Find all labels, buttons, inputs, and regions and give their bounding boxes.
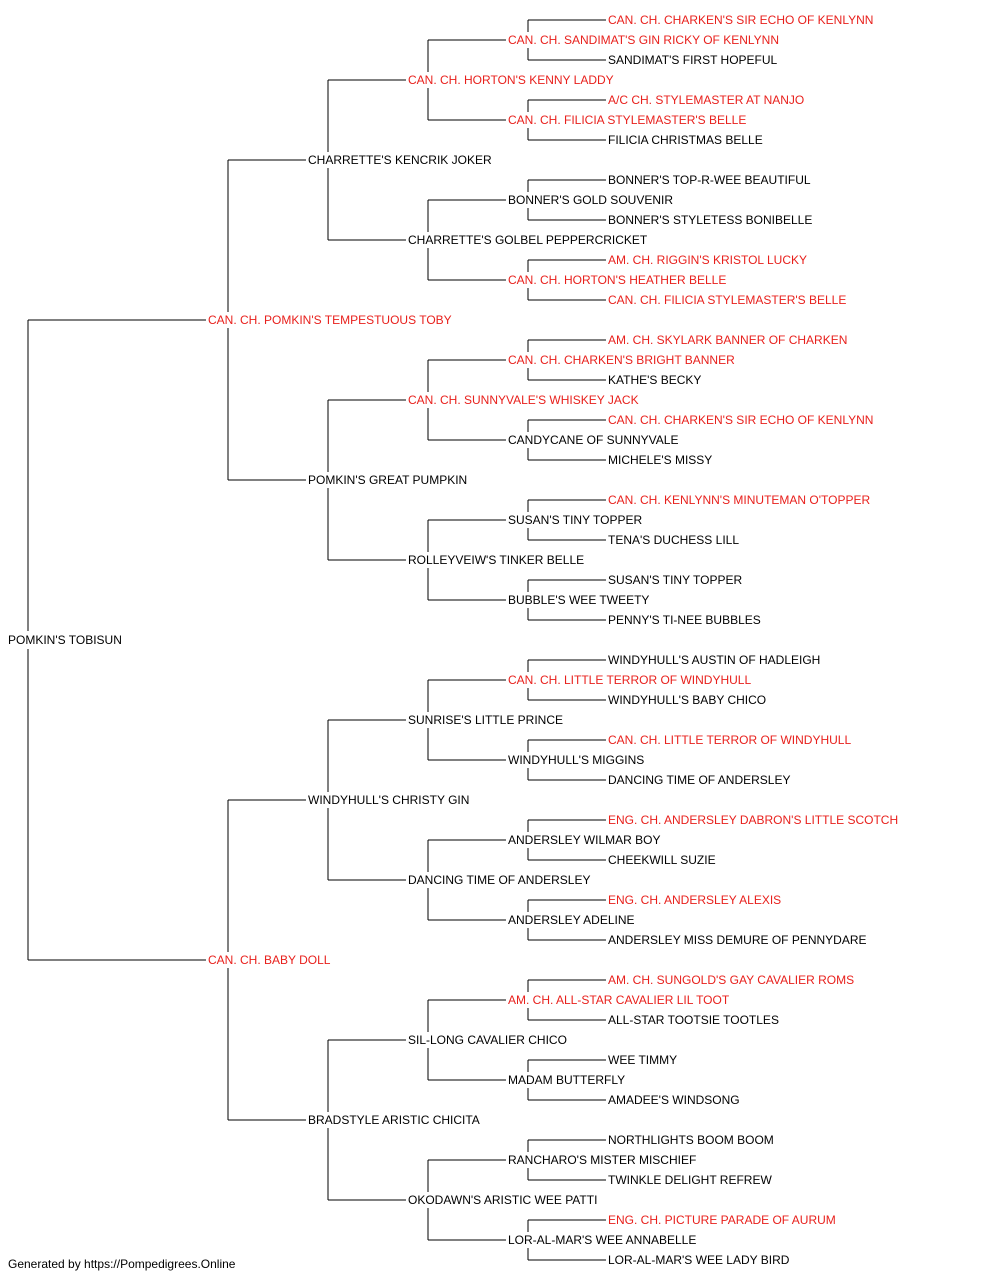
ancestor-name: RANCHARO'S MISTER MISCHIEF [508,1153,696,1167]
ancestor-name: CAN. CH. POMKIN'S TEMPESTUOUS TOBY [208,313,452,327]
footer-credit: Generated by https://Pompedigrees.Online [8,1257,236,1271]
ancestor-name: CAN. CH. FILICIA STYLEMASTER'S BELLE [608,293,846,307]
ancestor-name: AM. CH. SUNGOLD'S GAY CAVALIER ROMS [608,973,854,987]
ancestor-name: MICHELE'S MISSY [608,453,712,467]
ancestor-name: ENG. CH. ANDERSLEY ALEXIS [608,893,781,907]
ancestor-name: CAN. CH. BABY DOLL [208,953,331,967]
ancestor-name: A/C CH. STYLEMASTER AT NANJO [608,93,804,107]
ancestor-name: BONNER'S STYLETESS BONIBELLE [608,213,812,227]
ancestor-name: NORTHLIGHTS BOOM BOOM [608,1133,774,1147]
ancestor-name: ANDERSLEY WILMAR BOY [508,833,660,847]
ancestor-name: ALL-STAR TOOTSIE TOOTLES [608,1013,779,1027]
ancestor-name: LOR-AL-MAR'S WEE ANNABELLE [508,1233,696,1247]
ancestor-name: MADAM BUTTERFLY [508,1073,625,1087]
ancestor-name: AM. CH. SKYLARK BANNER OF CHARKEN [608,333,847,347]
ancestor-name: WINDYHULL'S MIGGINS [508,753,644,767]
ancestor-name: ENG. CH. ANDERSLEY DABRON'S LITTLE SCOTC… [608,813,898,827]
ancestor-name: CAN. CH. HORTON'S KENNY LADDY [408,73,614,87]
ancestor-name: CAN. CH. SANDIMAT'S GIN RICKY OF KENLYNN [508,33,779,47]
ancestor-name: CAN. CH. HORTON'S HEATHER BELLE [508,273,726,287]
ancestor-name: CHARRETTE'S GOLBEL PEPPERCRICKET [408,233,648,247]
subject-dog-name: POMKIN'S TOBISUN [8,633,122,647]
ancestor-name: CHARRETTE'S KENCRIK JOKER [308,153,492,167]
ancestor-name: BRADSTYLE ARISTIC CHICITA [308,1113,480,1127]
ancestor-name: CAN. CH. CHARKEN'S SIR ECHO OF KENLYNN [608,413,873,427]
ancestor-name: DANCING TIME OF ANDERSLEY [408,873,590,887]
ancestor-name: SUSAN'S TINY TOPPER [608,573,742,587]
ancestor-name: DANCING TIME OF ANDERSLEY [608,773,790,787]
ancestor-name: CAN. CH. LITTLE TERROR OF WINDYHULL [608,733,851,747]
ancestor-name: WINDYHULL'S CHRISTY GIN [308,793,469,807]
ancestor-name: AM. CH. ALL-STAR CAVALIER LIL TOOT [508,993,730,1007]
ancestor-name: ROLLEYVEIW'S TINKER BELLE [408,553,584,567]
ancestor-name: PENNY'S TI-NEE BUBBLES [608,613,761,627]
ancestor-name: TENA'S DUCHESS LILL [608,533,739,547]
ancestor-name: AM. CH. RIGGIN'S KRISTOL LUCKY [608,253,807,267]
ancestor-name: TWINKLE DELIGHT REFREW [608,1173,772,1187]
ancestor-name: AMADEE'S WINDSONG [608,1093,740,1107]
ancestor-name: WINDYHULL'S BABY CHICO [608,693,766,707]
ancestor-name: KATHE'S BECKY [608,373,701,387]
ancestor-name: WINDYHULL'S AUSTIN OF HADLEIGH [608,653,820,667]
ancestor-name: LOR-AL-MAR'S WEE LADY BIRD [608,1253,790,1267]
ancestor-name: BONNER'S GOLD SOUVENIR [508,193,673,207]
ancestor-name: CANDYCANE OF SUNNYVALE [508,433,678,447]
ancestor-name: ANDERSLEY MISS DEMURE OF PENNYDARE [608,933,867,947]
ancestor-name: CAN. CH. LITTLE TERROR OF WINDYHULL [508,673,751,687]
ancestor-name: WEE TIMMY [608,1053,677,1067]
ancestor-name: FILICIA CHRISTMAS BELLE [608,133,763,147]
ancestor-name: SANDIMAT'S FIRST HOPEFUL [608,53,778,67]
ancestor-name: CAN. CH. SUNNYVALE'S WHISKEY JACK [408,393,639,407]
ancestor-name: CAN. CH. FILICIA STYLEMASTER'S BELLE [508,113,746,127]
ancestor-name: SUNRISE'S LITTLE PRINCE [408,713,563,727]
ancestor-name: OKODAWN'S ARISTIC WEE PATTI [408,1193,597,1207]
ancestor-name: CAN. CH. CHARKEN'S BRIGHT BANNER [508,353,735,367]
ancestor-name: BONNER'S TOP-R-WEE BEAUTIFUL [608,173,811,187]
ancestor-name: SUSAN'S TINY TOPPER [508,513,642,527]
ancestor-name: ENG. CH. PICTURE PARADE OF AURUM [608,1213,836,1227]
ancestor-name: CAN. CH. KENLYNN'S MINUTEMAN O'TOPPER [608,493,871,507]
ancestor-name: BUBBLE'S WEE TWEETY [508,593,649,607]
ancestor-name: SIL-LONG CAVALIER CHICO [408,1033,567,1047]
ancestor-name: CAN. CH. CHARKEN'S SIR ECHO OF KENLYNN [608,13,873,27]
ancestor-name: CHEEKWILL SUZIE [608,853,716,867]
ancestor-name: ANDERSLEY ADELINE [508,913,635,927]
ancestor-name: POMKIN'S GREAT PUMPKIN [308,473,467,487]
